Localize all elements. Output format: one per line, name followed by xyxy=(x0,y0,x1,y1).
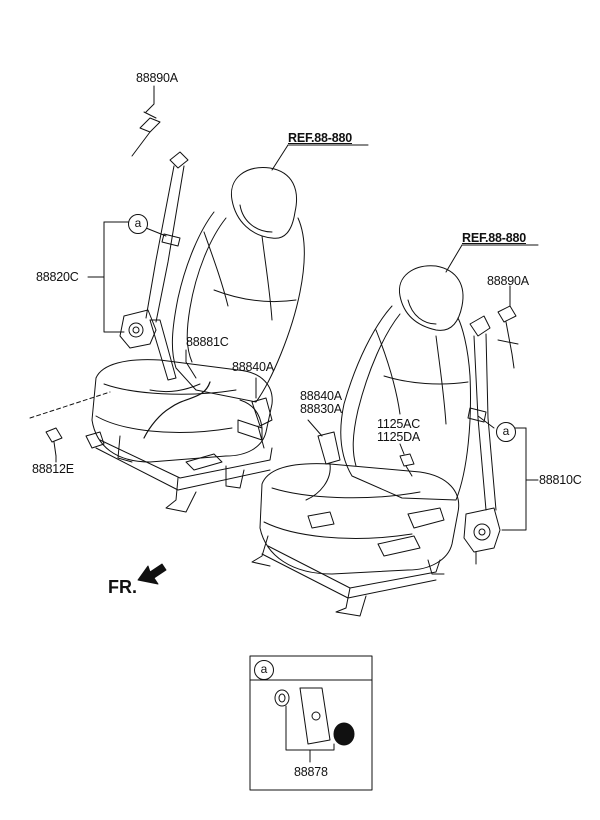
right-seat xyxy=(251,265,471,617)
part-label-88881C: 88881C xyxy=(186,335,229,349)
callout-a-left: a xyxy=(128,214,148,234)
left-seat xyxy=(85,167,305,513)
detail-inset xyxy=(249,655,373,791)
part-label-88890A-left: 88890A xyxy=(136,71,178,85)
part-label-1125AC: 1125AC xyxy=(377,417,421,431)
part-label-88878: 88878 xyxy=(294,765,328,779)
part-label-88810C: 88810C xyxy=(539,473,582,487)
callout-a-inset: a xyxy=(254,660,274,680)
ref-label-left[interactable]: REF.88-880 xyxy=(288,131,353,145)
part-label-88830A: 88830A xyxy=(300,402,342,416)
ref-label-right[interactable]: REF.88-880 xyxy=(462,231,527,245)
right-seat-belt xyxy=(463,305,519,565)
part-label-88840A-top: 88840A xyxy=(232,360,274,374)
part-label-1125DA: 1125DA xyxy=(377,430,421,444)
part-label-88820C: 88820C xyxy=(36,270,79,284)
front-direction-label: FR. xyxy=(108,577,137,597)
part-label-88812E: 88812E xyxy=(32,462,74,476)
left-seat-belt xyxy=(45,111,189,457)
callout-a-right: a xyxy=(496,422,516,442)
leader-lines xyxy=(29,85,539,531)
part-label-88890A-right: 88890A xyxy=(487,274,529,288)
part-label-88840A-mid: 88840A xyxy=(300,389,342,403)
arrow-icon xyxy=(137,563,167,585)
